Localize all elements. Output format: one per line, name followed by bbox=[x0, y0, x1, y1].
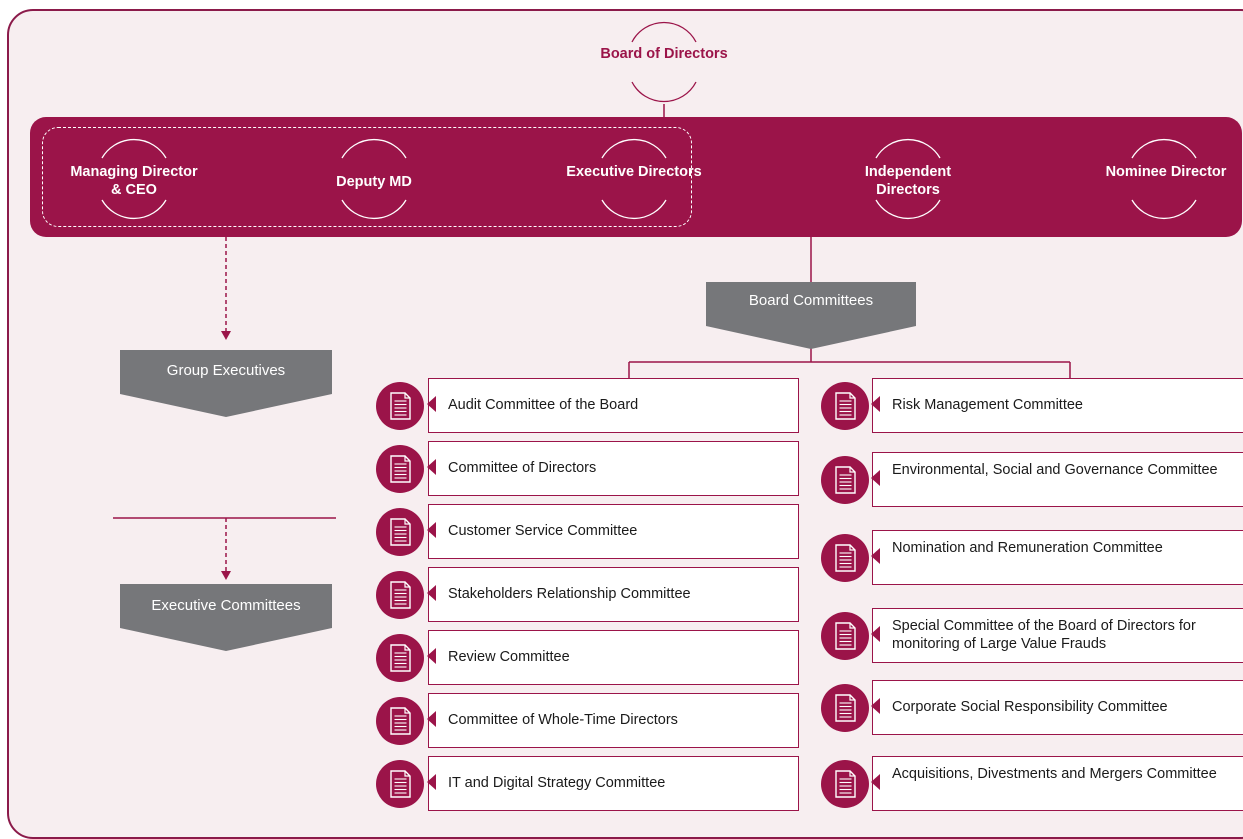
board-of-directors-title: Board of Directors bbox=[600, 46, 728, 62]
committee-card bbox=[872, 452, 1243, 507]
member-independent-directors: Independent Directors bbox=[864, 164, 952, 198]
document-icon bbox=[821, 684, 869, 732]
committee-name: Nomination and Remuneration Committee bbox=[892, 540, 1163, 556]
committee-card bbox=[428, 567, 799, 622]
connector-lines bbox=[113, 104, 1071, 580]
member-arcs bbox=[875, 138, 941, 220]
card-notch bbox=[427, 522, 436, 538]
member-deputy-md: Deputy MD bbox=[336, 174, 412, 190]
committee-name: Stakeholders Relationship Committee bbox=[448, 586, 691, 602]
member-arcs bbox=[101, 138, 167, 220]
executive-members-group bbox=[42, 127, 692, 227]
card-notch bbox=[871, 698, 880, 714]
document-icon bbox=[821, 456, 869, 504]
card-notch bbox=[427, 711, 436, 727]
card-notch bbox=[427, 585, 436, 601]
card-notch bbox=[427, 774, 436, 790]
document-icon bbox=[376, 445, 424, 493]
board-members-band bbox=[30, 117, 1242, 237]
member-nominee-director: Nominee Director bbox=[1105, 164, 1227, 180]
committee-name: Acquisitions, Divestments and Mergers Co… bbox=[892, 766, 1217, 782]
document-icon bbox=[821, 760, 869, 808]
member-arcs bbox=[341, 138, 407, 220]
committee-name: Customer Service Committee bbox=[448, 523, 638, 539]
committee-name: Corporate Social Responsibility Committe… bbox=[892, 699, 1168, 715]
member-managing-director-ceo: Managing Director & CEO bbox=[70, 164, 198, 198]
group-executives-shape bbox=[120, 350, 332, 417]
committee-card bbox=[428, 630, 799, 685]
card-notch bbox=[427, 648, 436, 664]
committee-card bbox=[428, 378, 799, 433]
committee-name: Audit Committee of the Board bbox=[448, 397, 639, 413]
document-icon bbox=[376, 382, 424, 430]
committee-name: Environmental, Social and Governance Com… bbox=[892, 462, 1218, 478]
executive-committees-label: Executive Committees bbox=[151, 597, 301, 614]
board-committees-label: Board Committees bbox=[748, 292, 874, 309]
document-icon bbox=[376, 634, 424, 682]
executive-committees-shape bbox=[120, 584, 332, 651]
committee-card bbox=[872, 378, 1243, 433]
document-icon bbox=[821, 382, 869, 430]
document-icon bbox=[376, 508, 424, 556]
board-committees-shape bbox=[706, 282, 916, 349]
card-notch bbox=[427, 459, 436, 475]
committee-card bbox=[872, 608, 1243, 663]
committee-card bbox=[428, 693, 799, 748]
document-icon bbox=[376, 760, 424, 808]
document-icon bbox=[376, 697, 424, 745]
card-notch bbox=[427, 396, 436, 412]
committee-card bbox=[872, 680, 1243, 735]
committee-name: Committee of Directors bbox=[448, 460, 597, 476]
card-notch bbox=[871, 470, 880, 486]
committee-name: Special Committee of the Board of Direct… bbox=[892, 618, 1196, 652]
document-icon bbox=[821, 612, 869, 660]
member-arcs bbox=[601, 138, 667, 220]
committee-card bbox=[872, 530, 1243, 585]
committee-name: Committee of Whole-Time Directors bbox=[448, 712, 678, 728]
document-icon bbox=[821, 534, 869, 582]
member-arcs bbox=[1131, 138, 1197, 220]
committee-name: IT and Digital Strategy Committee bbox=[448, 775, 666, 791]
committee-name: Review Committee bbox=[448, 649, 570, 665]
committee-card bbox=[872, 756, 1243, 811]
card-notch bbox=[871, 548, 880, 564]
committee-card bbox=[428, 441, 799, 496]
group-executives-label: Group Executives bbox=[166, 362, 286, 379]
card-notch bbox=[871, 774, 880, 790]
board-node-arcs bbox=[631, 21, 697, 103]
document-icon bbox=[376, 571, 424, 619]
card-notch bbox=[871, 626, 880, 642]
card-notch bbox=[871, 396, 880, 412]
member-executive-directors: Executive Directors bbox=[566, 164, 702, 180]
committee-card bbox=[428, 504, 799, 559]
committee-name: Risk Management Committee bbox=[892, 397, 1083, 413]
